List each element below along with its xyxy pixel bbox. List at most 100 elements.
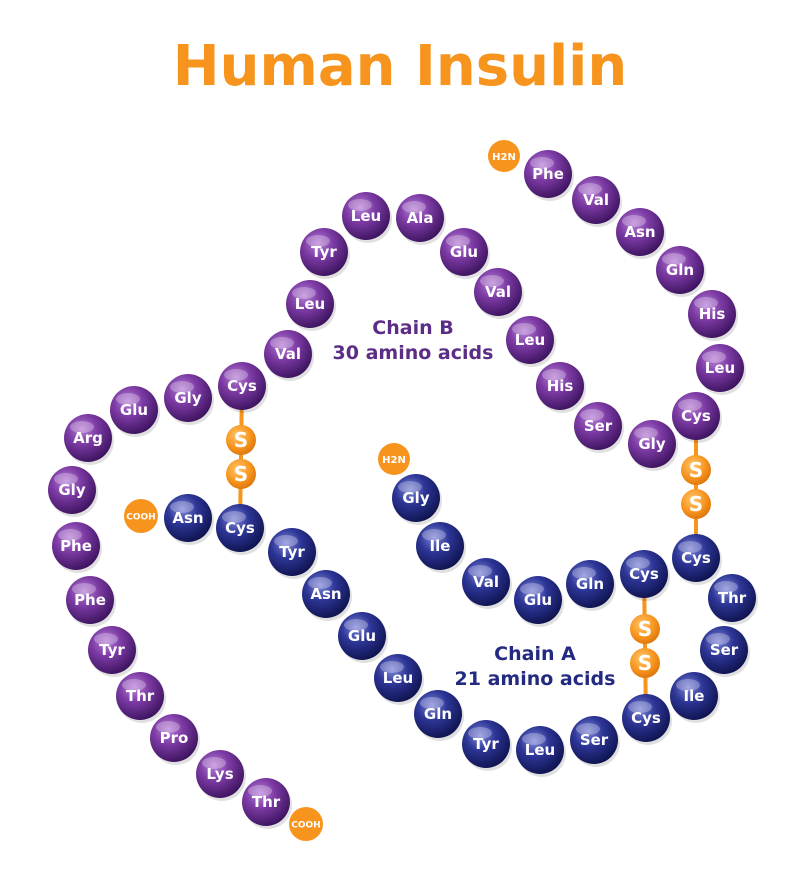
chain-a-residue: Leu <box>374 654 424 705</box>
chain-a-residue-label: Ile <box>684 687 705 705</box>
chain-b-residue-label: Gly <box>174 389 201 407</box>
chain-b-residue: Tyr <box>88 626 138 677</box>
chain-a-residue-bead <box>672 534 720 582</box>
chain-a-residue-bead <box>462 720 510 768</box>
chain-a-residue-highlight <box>628 701 652 713</box>
chain-b-residue-label: Lys <box>206 765 233 783</box>
chain-a-residue-highlight <box>422 529 446 541</box>
chain-a-residue: Gln <box>414 690 464 741</box>
chain-a-residue-bead <box>516 726 564 774</box>
chain-b-residue-highlight <box>270 337 294 349</box>
sulfur-atom-label: S <box>689 492 703 516</box>
chain-a-residue: Glu <box>338 612 388 663</box>
chain-b-residue-highlight <box>348 199 372 211</box>
chain-b-residue-bead <box>524 150 572 198</box>
sulfur-atom-label: S <box>234 428 248 452</box>
chain-b-residue-label: Tyr <box>311 243 337 261</box>
chain-b-residue-bead <box>628 420 676 468</box>
chain-b-residue-label: Ala <box>407 209 434 227</box>
chain-b-residue-label: Thr <box>126 687 155 705</box>
chain-b-residue-bead <box>672 392 720 440</box>
chain-a-residue-bead <box>620 550 668 598</box>
chain-b-residue: Ser <box>574 402 624 453</box>
chain-a-residue-highlight <box>626 557 650 569</box>
sulfur-atom <box>630 648 660 678</box>
chain-a-residue-highlight <box>308 577 332 589</box>
chain-b-residue: Glu <box>110 386 160 437</box>
chain-b-residue-highlight <box>306 235 330 247</box>
chain-b-residue-bead <box>196 750 244 798</box>
chain-a-residue-highlight <box>714 581 738 593</box>
chain-a-residue-highlight <box>468 727 492 739</box>
chain-a-label-count: 21 amino acids <box>454 668 616 690</box>
chain-b-residue-bead <box>572 176 620 224</box>
chain-b-residue-label: His <box>699 305 726 323</box>
sulfur-atom <box>681 489 711 519</box>
chain-a-n-terminus: H2N <box>378 443 410 475</box>
chain-b-residue-label: Cys <box>227 377 257 395</box>
chain-b-residue-highlight <box>202 757 226 769</box>
chain-a-residue-label: Asn <box>172 509 203 527</box>
chain-b-residue-highlight <box>94 633 118 645</box>
chain-a-residue: Ser <box>570 716 620 767</box>
chain-a-residue-label: Ser <box>710 641 739 659</box>
chain-b-residue-label: Thr <box>252 793 281 811</box>
chain-b-residue-highlight <box>248 785 272 797</box>
chain-a-residue-highlight <box>380 661 404 673</box>
chain-b-residue: Thr <box>242 778 292 829</box>
chain-b-residue: Leu <box>506 316 556 367</box>
chain-b-residue-bead <box>440 228 488 276</box>
chain-a-n-terminus-bead <box>378 443 410 475</box>
chain-a-residue-highlight <box>676 679 700 691</box>
chain-b-label-count: 30 amino acids <box>332 342 494 364</box>
chain-a-residue-label: Glu <box>348 627 376 645</box>
chain-b-residue-label: Cys <box>681 407 711 425</box>
chain-b-residue-label: Val <box>583 191 609 209</box>
chain-a-residue-label: Cys <box>629 565 659 583</box>
chain-a-residue-label: Cys <box>681 549 711 567</box>
chain-b-residue: Val <box>474 268 524 319</box>
chain-a-residue-highlight <box>274 535 298 547</box>
chain-b-c-terminus-label: COOH <box>291 821 320 831</box>
chain-b-n-terminus: H2N <box>488 140 520 172</box>
chain-a-residue-highlight <box>576 723 600 735</box>
chain-a-residue: Gln <box>566 560 616 611</box>
chain-a-residue: Asn <box>302 570 352 621</box>
disulfide-bond: SS <box>630 573 660 719</box>
chain-a-residue-label: Ser <box>580 731 609 749</box>
disulfide-bond-line <box>642 573 648 719</box>
chain-a-residue: Gly <box>392 474 442 525</box>
chain-a: GlyIleValGluGlnCysCysThrSerIleCysSerLeuT… <box>164 474 758 777</box>
chain-a-residue: Glu <box>514 576 564 627</box>
chain-a-residue-bead <box>416 522 464 570</box>
chain-b-residue-bead <box>110 386 158 434</box>
chain-b-residue: Phe <box>66 576 116 627</box>
chain-a-residue: Ser <box>700 626 750 677</box>
chain-b-residue: Lys <box>196 750 246 801</box>
chain-b-residue: Arg <box>64 414 114 465</box>
chain-b-residue-label: Phe <box>74 591 106 609</box>
chain-a-residue-label: Cys <box>631 709 661 727</box>
chain-a-residue-highlight <box>572 567 596 579</box>
chain-b-residue-bead <box>52 522 100 570</box>
disulfide-bond: SS <box>681 416 711 558</box>
chain-b-residue-highlight <box>694 297 718 309</box>
chain-b-n-terminus-label: H2N <box>492 152 516 163</box>
chain-a-residue-highlight <box>520 583 544 595</box>
chain-b-residue-bead <box>150 714 198 762</box>
chain-b-residue-highlight <box>622 215 646 227</box>
chain-a-residue: Thr <box>708 574 758 625</box>
chain-b-residue-highlight <box>54 473 78 485</box>
chain-b-residue-highlight <box>122 679 146 691</box>
chain-b-residue-label: Gly <box>58 481 85 499</box>
chain-b-residue-bead <box>656 246 704 294</box>
chain-a-label-name: Chain A <box>494 643 576 665</box>
chain-b-residue-highlight <box>578 183 602 195</box>
chain-a-residue-bead <box>462 558 510 606</box>
chain-b-residue-highlight <box>116 393 140 405</box>
chain-a-residue: Leu <box>516 726 566 777</box>
sulfur-atom-label: S <box>638 651 652 675</box>
chain-b-residue-bead <box>506 316 554 364</box>
chain-b-residue-highlight <box>402 201 426 213</box>
chain-a-residue-highlight <box>468 565 492 577</box>
